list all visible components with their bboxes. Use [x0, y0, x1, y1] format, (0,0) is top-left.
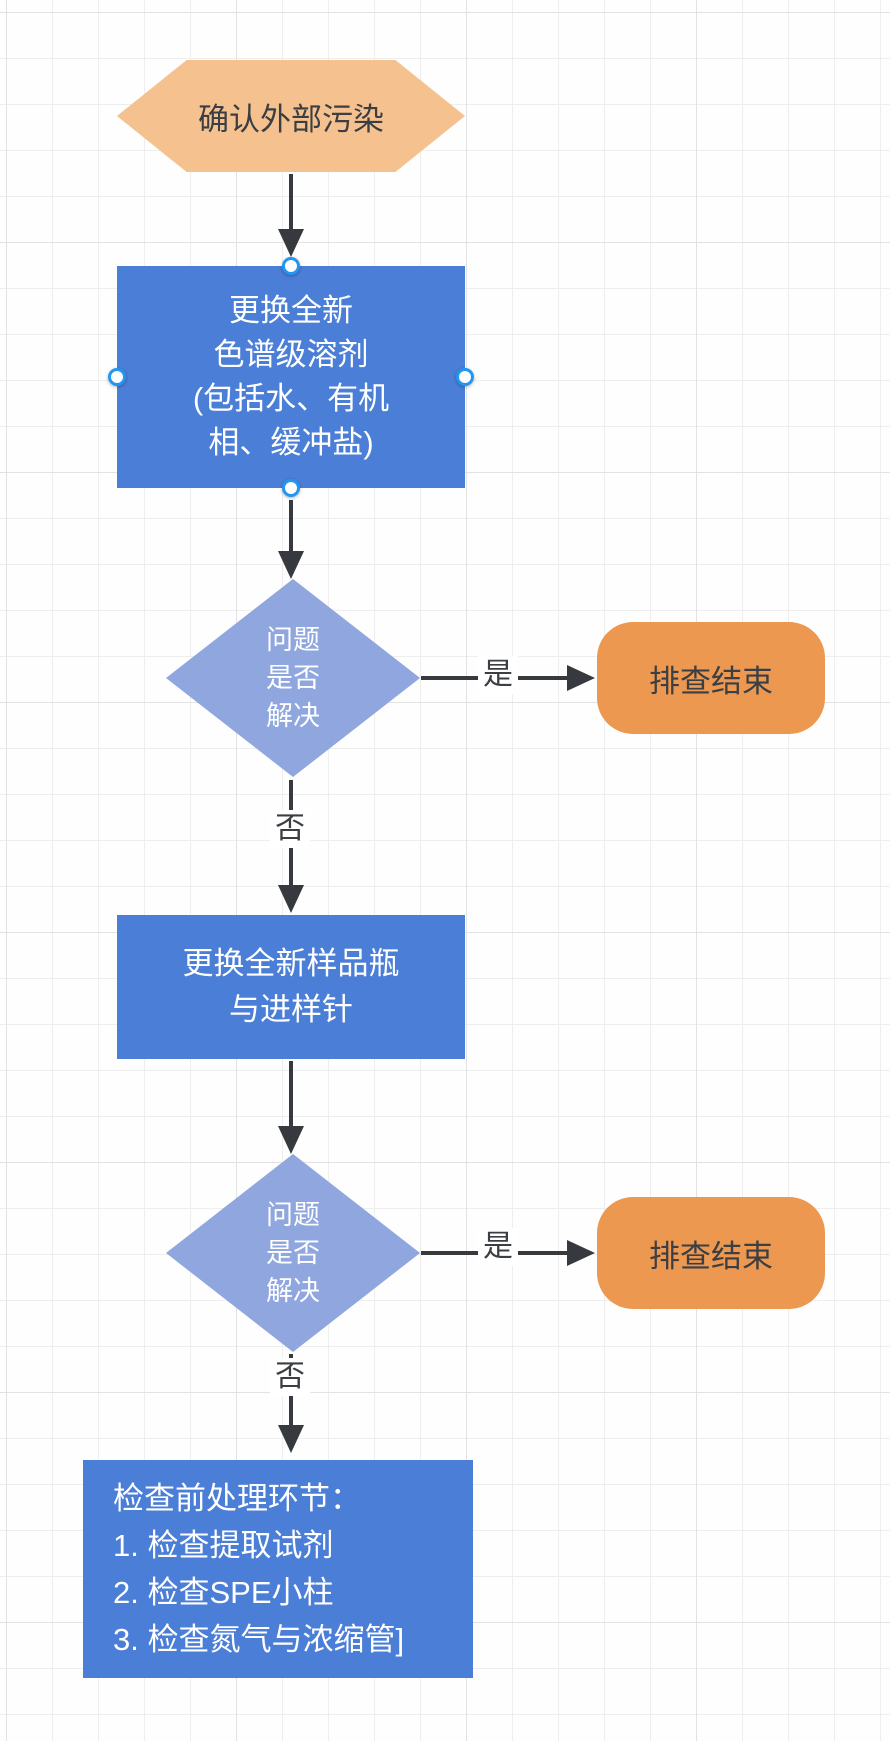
selection-handle-left[interactable] — [108, 368, 126, 386]
edge-label-no-2[interactable]: 否 — [270, 1358, 310, 1396]
process-replace-solvent-label: 更换全新 色谱级溶剂 (包括水、有机 相、缓冲盐) — [192, 293, 390, 460]
connector-solvent-to-decision1[interactable] — [289, 500, 293, 552]
decision-node-1-label: 问题 是否 解决 — [266, 625, 320, 731]
selection-handle-bottom[interactable] — [282, 479, 300, 497]
start-node[interactable]: 确认外部污染 — [117, 60, 465, 172]
terminator-node-2[interactable]: 排查结束 — [597, 1197, 825, 1309]
arrowhead-down-icon — [278, 551, 304, 579]
process-replace-vial-label: 更换全新样品瓶 与进样针 — [182, 946, 400, 1027]
decision-node-1[interactable]: 问题 是否 解决 — [166, 579, 420, 777]
process-check-pretreatment[interactable]: 检查前处理环节： 1. 检查提取试剂 2. 检查SPE小柱 3. 检查氮气与浓缩… — [83, 1460, 473, 1678]
edge-label-no-1[interactable]: 否 — [270, 810, 310, 848]
arrowhead-down-icon — [278, 1126, 304, 1154]
process-replace-solvent[interactable]: 更换全新 色谱级溶剂 (包括水、有机 相、缓冲盐) — [117, 266, 465, 488]
arrowhead-right-icon — [567, 665, 595, 691]
decision-node-2-label: 问题 是否 解决 — [266, 1200, 320, 1306]
edge-label-yes-2[interactable]: 是 — [478, 1228, 518, 1266]
connector-start-to-solvent[interactable] — [289, 174, 293, 230]
arrowhead-down-icon — [278, 885, 304, 913]
selection-handle-right[interactable] — [456, 368, 474, 386]
terminator-node-1-label: 排查结束 — [649, 663, 773, 699]
connector-vial-to-decision2[interactable] — [289, 1061, 293, 1127]
edge-label-yes-1[interactable]: 是 — [478, 656, 518, 694]
arrowhead-down-icon — [278, 1425, 304, 1453]
selection-handle-top[interactable] — [282, 257, 300, 275]
process-replace-vial[interactable]: 更换全新样品瓶 与进样针 — [117, 915, 465, 1059]
terminator-node-1[interactable]: 排查结束 — [597, 622, 825, 734]
process-check-pretreatment-label: 检查前处理环节： 1. 检查提取试剂 2. 检查SPE小柱 3. 检查氮气与浓缩… — [113, 1481, 405, 1657]
start-node-label: 确认外部污染 — [198, 101, 384, 137]
arrowhead-down-icon — [278, 229, 304, 257]
arrowhead-right-icon — [567, 1240, 595, 1266]
decision-node-2[interactable]: 问题 是否 解决 — [166, 1154, 420, 1352]
terminator-node-2-label: 排查结束 — [649, 1238, 773, 1274]
